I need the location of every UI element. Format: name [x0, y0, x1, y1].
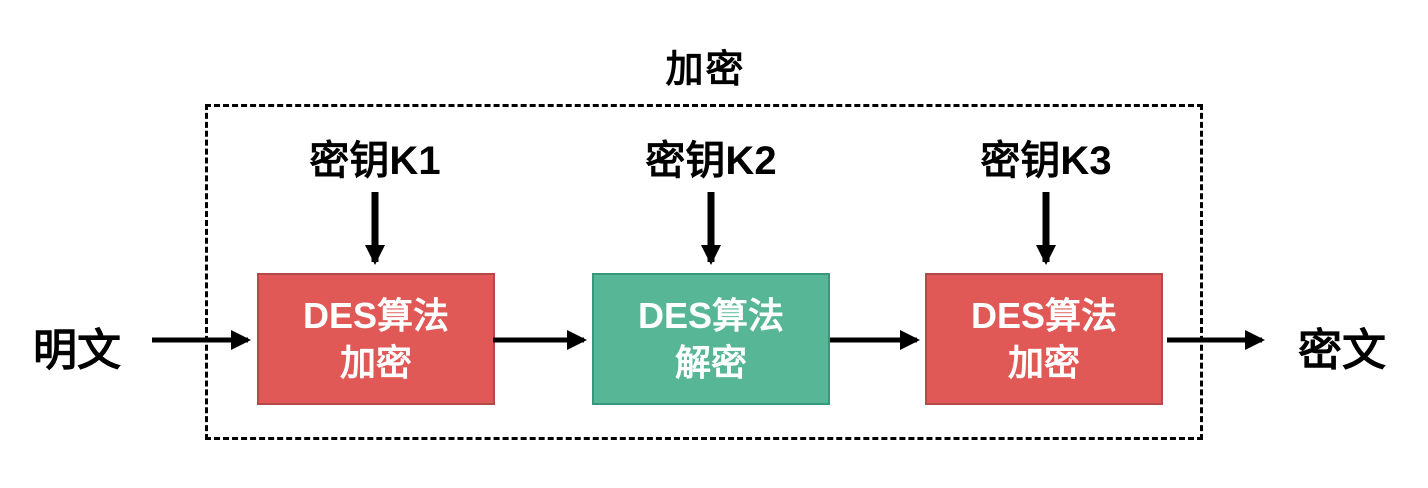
- encryption-boundary-box: [205, 104, 1203, 440]
- ciphertext-label: 密文: [1298, 326, 1386, 375]
- stage-box-des-decrypt: DES算法 解密: [592, 273, 830, 405]
- stage-box-line2: 加密: [339, 342, 412, 383]
- stage-box-line1: DES算法: [302, 295, 450, 336]
- stage-box-line1: DES算法: [637, 295, 785, 336]
- key-label-k1: 密钥K1: [309, 139, 441, 183]
- plaintext-label: 明文: [33, 326, 121, 375]
- stage-box-line2: 加密: [1007, 342, 1080, 383]
- diagram-title: 加密: [665, 49, 746, 91]
- stage-box-line2: 解密: [674, 342, 747, 383]
- key-label-k2: 密钥K2: [645, 139, 777, 183]
- key-label-k3: 密钥K3: [980, 139, 1112, 183]
- stage-box-line1: DES算法: [970, 295, 1118, 336]
- stage-box-des-encrypt-1: DES算法 加密: [257, 273, 495, 405]
- stage-box-des-encrypt-2: DES算法 加密: [925, 273, 1163, 405]
